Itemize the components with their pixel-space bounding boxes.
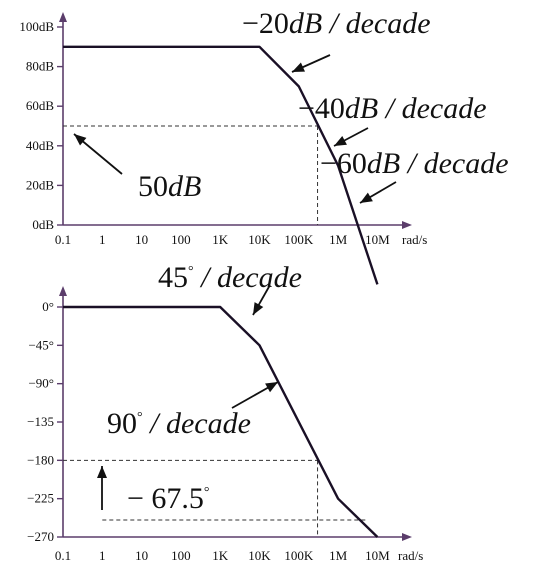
y-tick-label: −90° [28,376,54,391]
x-tick-label: 1M [329,232,348,247]
x-tick-label: 100 [171,232,191,247]
x-tick-label: 100K [284,548,314,563]
annotation-rest: / decade [378,92,486,125]
annotation-sign: − [320,147,337,180]
annotation-sign: − [298,92,315,125]
annotation-value: − 67.5 [127,482,204,515]
annotation-arrow-head [253,302,264,315]
annotation-value: 40 [315,92,345,125]
annotation-rest: / decade [143,407,251,440]
y-tick-label: −135 [27,414,54,429]
x-tick-label: 1M [329,548,348,563]
phase-annotation: 90° / decade [107,407,251,440]
series-line [63,305,379,538]
phase-annotation: − 67.5° [127,482,210,515]
x-tick-label: 0.1 [55,232,71,247]
slope-annotation: −40dB / decade [298,92,487,125]
slope-annotation: −20dB / decade [242,7,431,40]
slope-annotation: 50dB [138,170,201,203]
annotation-rest: / decade [322,7,430,40]
annotation-value: 60 [337,147,367,180]
y-tick-label: 20dB [26,177,55,192]
x-tick-label: 0.1 [55,548,71,563]
x-tick-label: 10 [135,232,148,247]
x-axis-arrow [402,533,412,541]
annotation-unit: dB [367,147,400,180]
annotation-rest: / decade [400,147,508,180]
annotation-value: 90 [107,407,137,440]
x-axis-unit: rad/s [398,548,423,563]
annotation-degree: ° [204,485,210,500]
x-tick-label: 10M [365,232,390,247]
y-tick-label: 100dB [19,19,54,34]
y-tick-label: 40dB [26,138,55,153]
x-tick-label: 10K [248,548,271,563]
annotation-unit: dB [168,170,201,203]
x-axis-unit: rad/s [402,232,427,247]
y-tick-label: −225 [27,491,54,506]
x-tick-label: 10M [365,548,390,563]
series-line [63,45,379,285]
annotation-unit: dB [345,92,378,125]
annotation-arrow-head [334,135,347,146]
annotation-degree: ° [188,264,194,279]
x-tick-label: 1K [212,232,229,247]
magnitude-annotations: −20dB / decade−40dB / decade−60dB / deca… [73,7,509,204]
x-axis-arrow [402,221,412,229]
y-tick-label: 0dB [32,217,54,232]
phase-annotation: 45° / decade [158,261,302,294]
annotation-unit: dB [289,7,322,40]
x-tick-label: 1K [212,548,229,563]
x-tick-label: 10K [248,232,271,247]
annotation-degree: ° [137,410,143,425]
annotation-arrow-head [97,466,107,478]
y-tick-label: −270 [27,529,54,544]
y-tick-label: −180 [27,452,54,467]
y-axis-arrow [59,286,67,296]
annotation-value: 20 [259,7,289,40]
slope-annotation: −60dB / decade [320,147,509,180]
annotation-sign: − [242,7,259,40]
x-tick-label: 100K [284,232,314,247]
annotation-arrow-head [74,134,87,146]
x-tick-label: 10 [135,548,148,563]
annotation-value: 45 [158,261,188,294]
x-tick-label: 1 [99,232,106,247]
y-tick-label: 80dB [26,59,55,74]
y-tick-label: −45° [28,337,54,352]
annotation-value: 50 [138,170,168,203]
y-axis-arrow [59,12,67,22]
x-tick-label: 100 [171,548,191,563]
annotation-arrow-head [360,192,373,203]
x-tick-label: 1 [99,548,106,563]
annotation-arrow-head [292,62,305,72]
y-tick-label: 0° [42,299,54,314]
y-tick-label: 60dB [26,98,55,113]
annotation-rest: / decade [194,261,302,294]
annotation-arrow-head [265,382,278,393]
